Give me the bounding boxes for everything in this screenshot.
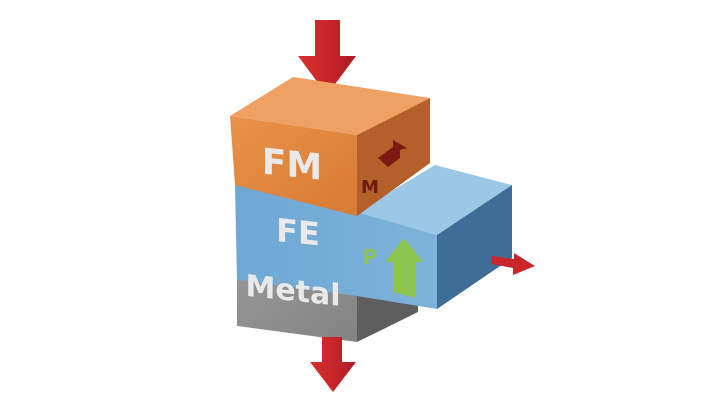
p-label: P bbox=[363, 245, 378, 269]
current-arrow-right bbox=[491, 253, 535, 275]
force-arrow-top bbox=[298, 20, 356, 95]
fm-block bbox=[230, 77, 430, 216]
m-label: M bbox=[361, 177, 379, 198]
fe-label: FE bbox=[276, 211, 320, 253]
fe-layer bbox=[235, 165, 512, 309]
magnetization-arrow bbox=[378, 140, 407, 167]
fm-label: FM bbox=[262, 141, 322, 189]
polarization-arrow bbox=[385, 238, 423, 298]
force-arrow-bottom bbox=[310, 337, 356, 392]
